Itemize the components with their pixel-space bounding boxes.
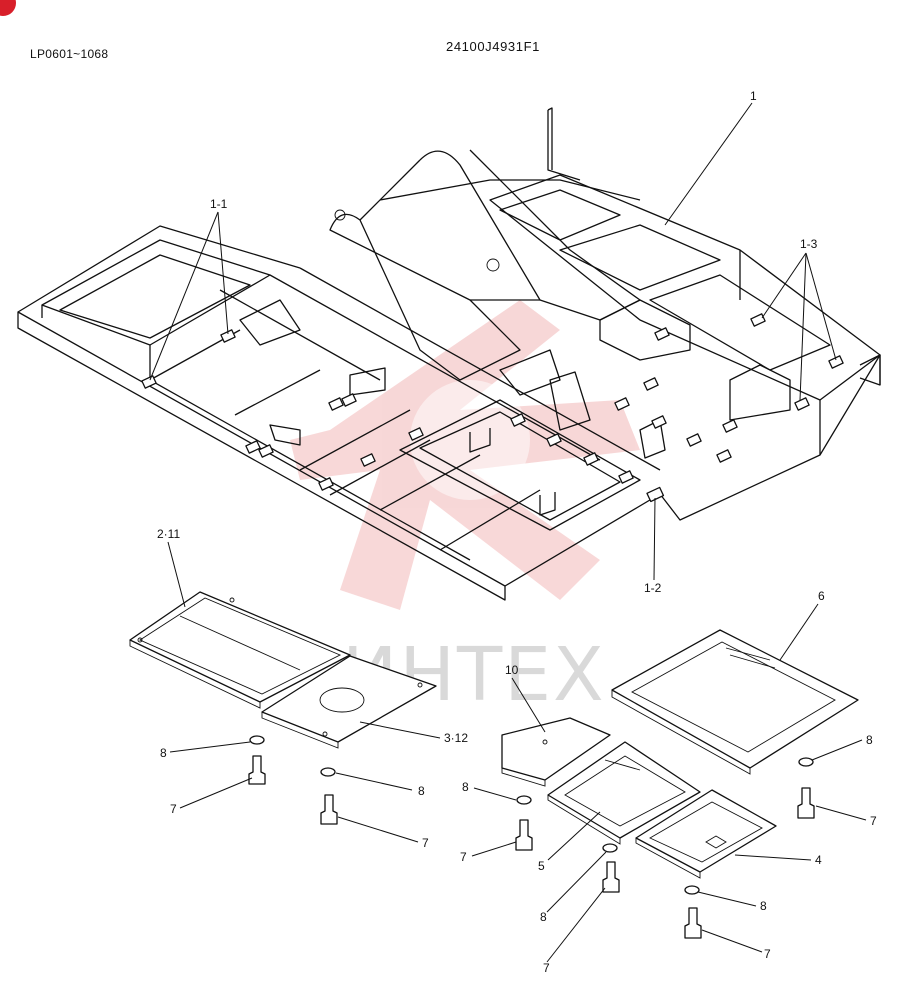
callout-bolt: 7: [543, 961, 550, 975]
callout-bolt: 7: [170, 802, 177, 816]
callout-pad-group-c: 1-3: [800, 237, 818, 251]
cover-plate-mid: [547, 741, 701, 845]
callout-bracket: 10: [505, 663, 519, 677]
fasteners: [248, 735, 815, 939]
callout-washer: 8: [462, 780, 469, 794]
corner-marker: [0, 0, 16, 16]
drawing-number: 24100J4931F1: [446, 39, 540, 54]
leader-lines: [149, 102, 867, 963]
callout-washer: 8: [418, 784, 425, 798]
callout-washer: 8: [866, 733, 873, 747]
callout-bolt: 7: [460, 850, 467, 864]
callout-pad-group-a: 1-1: [210, 197, 228, 211]
callout-cover-hole: 3·12: [444, 731, 468, 745]
serial-range: LP0601~1068: [30, 47, 109, 61]
cover-plate-large: [611, 629, 859, 775]
callout-cover-mid: 5: [538, 859, 545, 873]
cover-plate-hole: [261, 655, 437, 749]
callout-frame: 1: [750, 89, 757, 103]
callout-cover-small: 4: [815, 853, 822, 867]
cover-plate-small: [635, 789, 777, 879]
callout-washer: 8: [540, 910, 547, 924]
callout-cover-left: 2·11: [157, 527, 180, 541]
callout-cover-large: 6: [818, 589, 825, 603]
callout-bolt: 7: [422, 836, 429, 850]
callout-bolt: 7: [764, 947, 771, 961]
cover-bracket: [501, 717, 611, 787]
callout-bolt: 7: [870, 814, 877, 828]
callout-pad-group-b: 1-2: [644, 581, 662, 595]
callout-washer: 8: [160, 746, 167, 760]
callout-washer: 8: [760, 899, 767, 913]
cover-plate-left: [129, 591, 351, 709]
main-frame: [17, 107, 881, 601]
mounting-pads: [141, 313, 844, 503]
callout-labels: 1 1-1 1-2 1-3 2·11 3·12 4 5 6 10 8 7 8 7…: [157, 89, 877, 975]
